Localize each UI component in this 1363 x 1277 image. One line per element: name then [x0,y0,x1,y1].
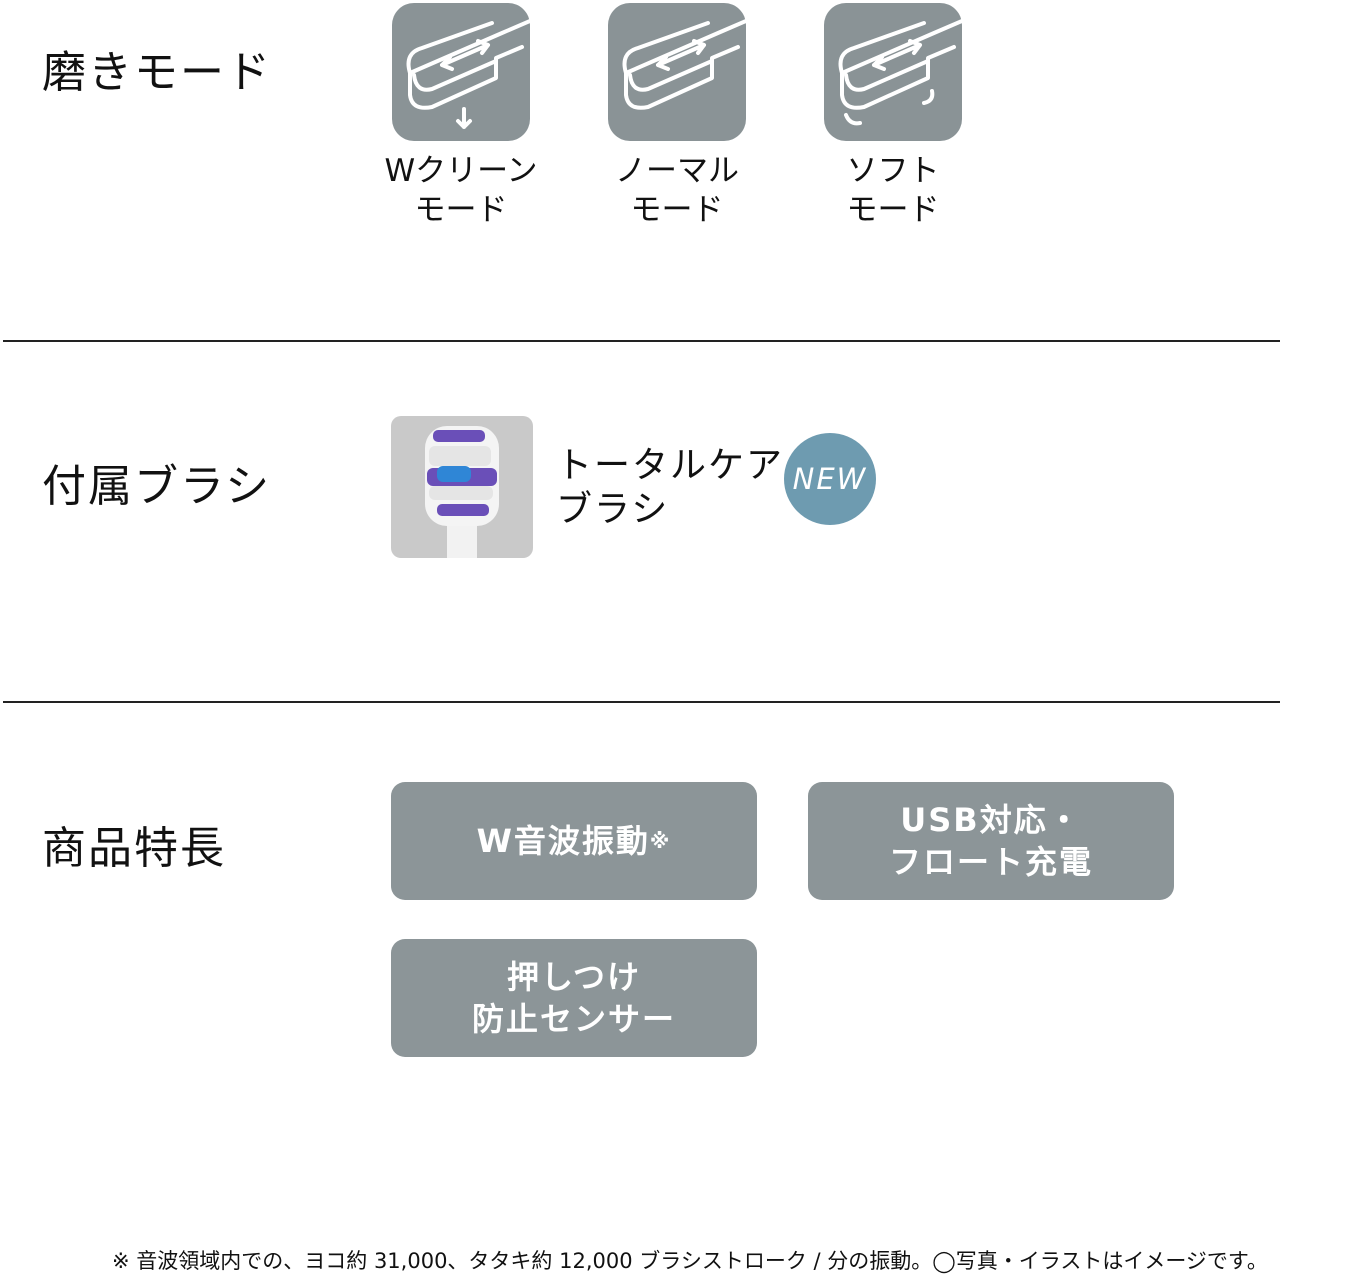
divider [3,340,1280,342]
normal-mode-icon [608,3,748,141]
feature-pressure-sensor: 押しつけ防止センサー [391,939,757,1057]
brush-head-image [391,416,533,558]
mode-label-w-clean: Wクリーンモード [384,153,538,228]
brush-name: トータルケアブラシ [556,445,785,530]
new-badge: NEW [784,433,876,525]
mode-label-normal: ノーマルモード [615,153,739,228]
feature-usb-charging: USB対応・フロート充電 [808,782,1174,900]
w-clean-mode-icon [392,3,532,141]
features-heading: 商品特長 [42,823,226,874]
footnote: ※ 音波領域内での、ヨコ約 31,000、タタキ約 12,000 ブラシストロー… [112,1249,1268,1273]
modes-heading: 磨きモード [42,47,272,98]
divider [3,701,1280,703]
feature-w-sonic: W音波振動※ [391,782,757,900]
soft-mode-icon [824,3,964,141]
mode-label-soft: ソフトモード [846,153,940,228]
brush-heading: 付属ブラシ [42,461,272,512]
